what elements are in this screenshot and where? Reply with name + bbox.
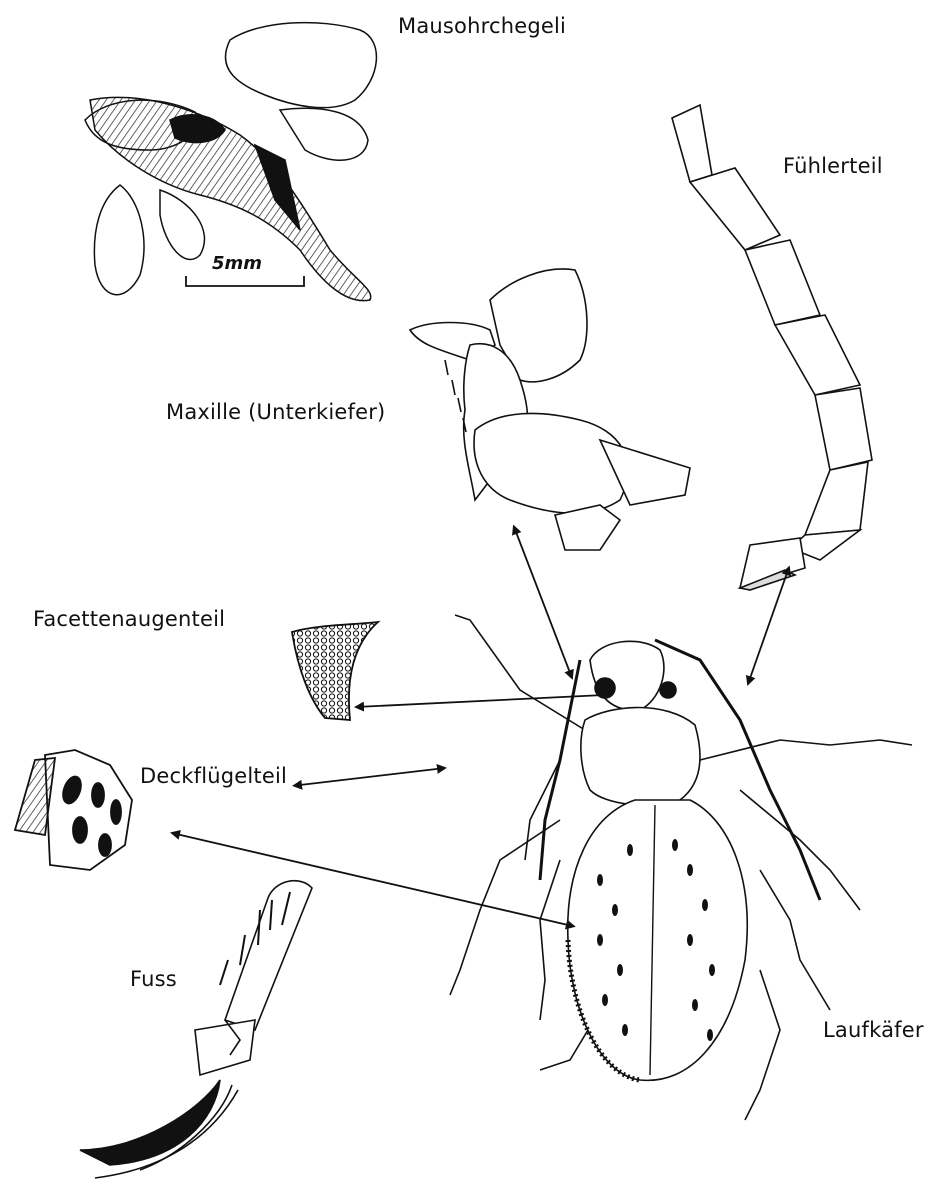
label-deckfluegelteil: Deckflügelteil (140, 764, 287, 788)
facettenauge-drawing (292, 622, 378, 720)
label-fuss: Fuss (130, 967, 177, 991)
label-maxille: Maxille (Unterkiefer) (166, 400, 385, 424)
arrow-facette (356, 695, 604, 707)
arrow-fuss (300, 768, 445, 785)
label-mausohrchegeli: Mausohrchegeli (398, 14, 566, 38)
maxille-drawing (410, 269, 690, 550)
laufkaefer-drawing (450, 615, 912, 1120)
label-facettenaugenteil: Facettenaugenteil (33, 607, 225, 631)
fuss-drawing (80, 881, 312, 1178)
scale-bar (186, 276, 304, 286)
deckfluegel-drawing (15, 750, 132, 870)
scale-bar-label: 5mm (212, 253, 262, 274)
arrow-fuehler (748, 573, 787, 684)
arrow-deckfluegel (172, 833, 568, 925)
arrow-maxille (516, 532, 572, 678)
label-laufkaefer: Laufkäfer (823, 1018, 924, 1042)
label-fuehlerteil: Fühlerteil (783, 154, 883, 178)
